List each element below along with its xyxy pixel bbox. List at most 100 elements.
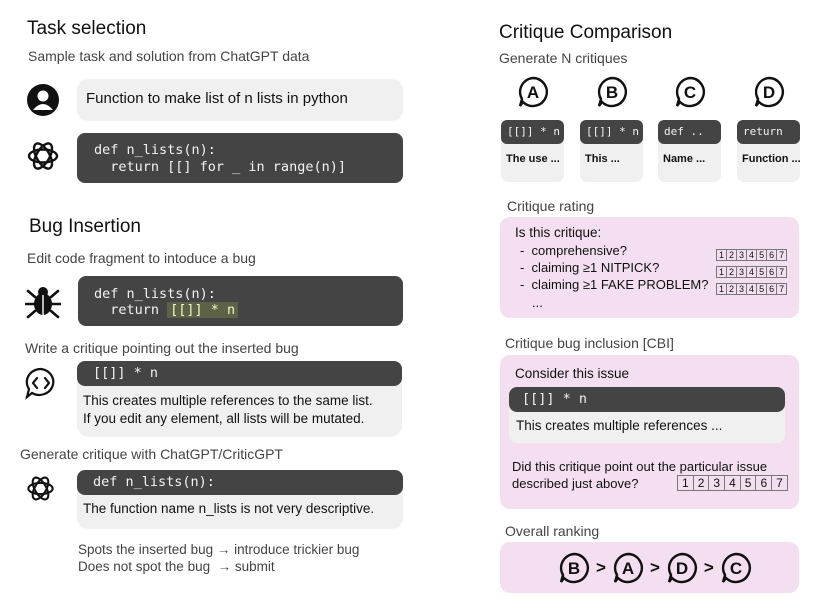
svg-text:C: C	[684, 83, 696, 102]
likert-option[interactable]: 7	[776, 284, 786, 294]
svg-text:A: A	[527, 83, 539, 102]
generated-critique-code: def n_lists(n):	[77, 470, 403, 495]
bug-code-line1: def n_lists(n):	[94, 286, 216, 302]
likert-option[interactable]: 5	[756, 284, 766, 294]
critique-text-line2: If you edit any element, all lists will …	[83, 411, 365, 426]
arrow-icon: →	[217, 559, 232, 574]
likert-option[interactable]: 6	[766, 284, 776, 294]
likert-option[interactable]: 4	[724, 476, 740, 490]
ranking-separator: >	[703, 558, 714, 577]
likert-option[interactable]: 3	[736, 250, 746, 260]
critique-text-line1: This creates multiple references to the …	[83, 393, 373, 408]
comparison-subtitle: Generate N critiques	[499, 50, 628, 66]
likert-option[interactable]: 4	[746, 267, 756, 277]
ranking-d-icon: D	[667, 552, 697, 584]
likert-option[interactable]: 3	[736, 267, 746, 277]
task-subtitle: Sample task and solution from ChatGPT da…	[28, 48, 310, 64]
cbi-question: Did this critique point out the particul…	[512, 458, 767, 492]
likert-option[interactable]: 4	[746, 250, 756, 260]
critique-a-icon: A	[517, 76, 549, 108]
generated-critique-text: The function name n_lists is not very de…	[83, 501, 375, 516]
svg-text:D: D	[763, 83, 775, 102]
critique-card-code-text: [[]] * n	[507, 125, 560, 138]
critique-card-code-text: return	[743, 125, 783, 138]
letter-b-icon: B	[597, 76, 627, 108]
outcome-misses-label: Does not spot the bug	[78, 559, 211, 574]
likert-option[interactable]: 1	[719, 284, 725, 294]
critique-c-icon: C	[674, 76, 706, 108]
likert-option[interactable]: 2	[726, 284, 736, 294]
likert-option[interactable]: 4	[746, 284, 756, 294]
task-prompt-text: Function to make list of n lists in pyth…	[86, 90, 348, 107]
svg-text:D: D	[676, 559, 688, 578]
ranking-separator: >	[596, 558, 606, 577]
outcome-misses: Does not spot the bug → submit	[78, 558, 359, 575]
critique-card: [[]] * n This creates multiple reference…	[77, 361, 402, 437]
critique-d-icon: D	[753, 76, 785, 108]
likert-option[interactable]: 5	[739, 476, 756, 490]
outcome-spots-action: introduce trickier bug	[234, 542, 360, 557]
bug-code-block: def n_lists(n): return [[]] * n	[78, 276, 403, 326]
task-title: Task selection	[27, 18, 147, 39]
critique-code: [[]] * n	[77, 361, 402, 386]
likert-option[interactable]: 3	[708, 476, 724, 490]
likert-option[interactable]: 5	[756, 267, 766, 277]
svg-text:B: B	[606, 83, 618, 102]
critique-card-a: [[]] * n The use ...	[501, 120, 564, 182]
ranking-c-icon: C	[721, 552, 751, 584]
likert-option[interactable]: 5	[756, 250, 766, 260]
critique-card-c: def ..Name ...	[658, 120, 721, 182]
svg-text:A: A	[622, 559, 634, 578]
inserted-bug-highlight: [[]] * n	[167, 302, 239, 318]
rating-label: Critique rating	[507, 198, 595, 214]
critique-card-text: Function ...	[742, 153, 801, 165]
likert-option[interactable]: 2	[726, 267, 736, 277]
likert-option[interactable]: 1	[719, 250, 725, 260]
likert-option[interactable]: 2	[692, 476, 709, 490]
critique-card-text: This ...	[585, 153, 620, 165]
cbi-panel: Consider this issue [[]] * n This create…	[500, 355, 799, 509]
critique-card-text: The use ...	[506, 153, 560, 165]
svg-text:C: C	[730, 559, 742, 578]
critique-b-icon: B	[596, 76, 628, 108]
likert-option[interactable]: 1	[682, 476, 689, 490]
svg-text:B: B	[568, 559, 580, 578]
comparison-title: Critique Comparison	[499, 22, 673, 43]
critique-card-code: [[]] * n	[580, 120, 643, 144]
critique-text: This creates multiple references to the …	[83, 392, 373, 428]
ranking-b-icon: B	[559, 552, 589, 584]
task-code-line1: def n_lists(n):	[94, 142, 216, 158]
ranking-separator: >	[649, 558, 660, 577]
likert-option[interactable]: 7	[776, 250, 786, 260]
cbi-consider: Consider this issue	[515, 366, 630, 381]
rating-item: - claiming ≥1 NITPICK?	[520, 260, 660, 275]
outcome-spots-label: Spots the inserted bug	[78, 542, 214, 557]
likert-option[interactable]: 3	[736, 284, 746, 294]
critique-code-text: [[]] * n	[93, 365, 159, 381]
likert-option[interactable]: 2	[726, 250, 736, 260]
likert-option[interactable]: 6	[766, 250, 776, 260]
rating-item: - claiming ≥1 FAKE PROBLEM?	[520, 277, 709, 292]
letter-d-icon: D	[754, 76, 784, 108]
ranking-row: B > A > D > C	[558, 552, 752, 584]
bug-title: Bug Insertion	[29, 216, 141, 237]
likert-option[interactable]: 6	[755, 476, 771, 490]
likert-option[interactable]: 6	[766, 267, 776, 277]
likert-option[interactable]: 7	[776, 267, 786, 277]
critique-card-code: [[]] * n	[501, 120, 564, 144]
task-code-block: def n_lists(n): return [[] for _ in rang…	[77, 133, 403, 183]
code-chat-icon	[24, 366, 58, 400]
likert-option[interactable]: 1	[719, 267, 725, 277]
likert-option[interactable]: 7	[771, 476, 787, 490]
cbi-issue-code-text: [[]] * n	[522, 391, 588, 407]
